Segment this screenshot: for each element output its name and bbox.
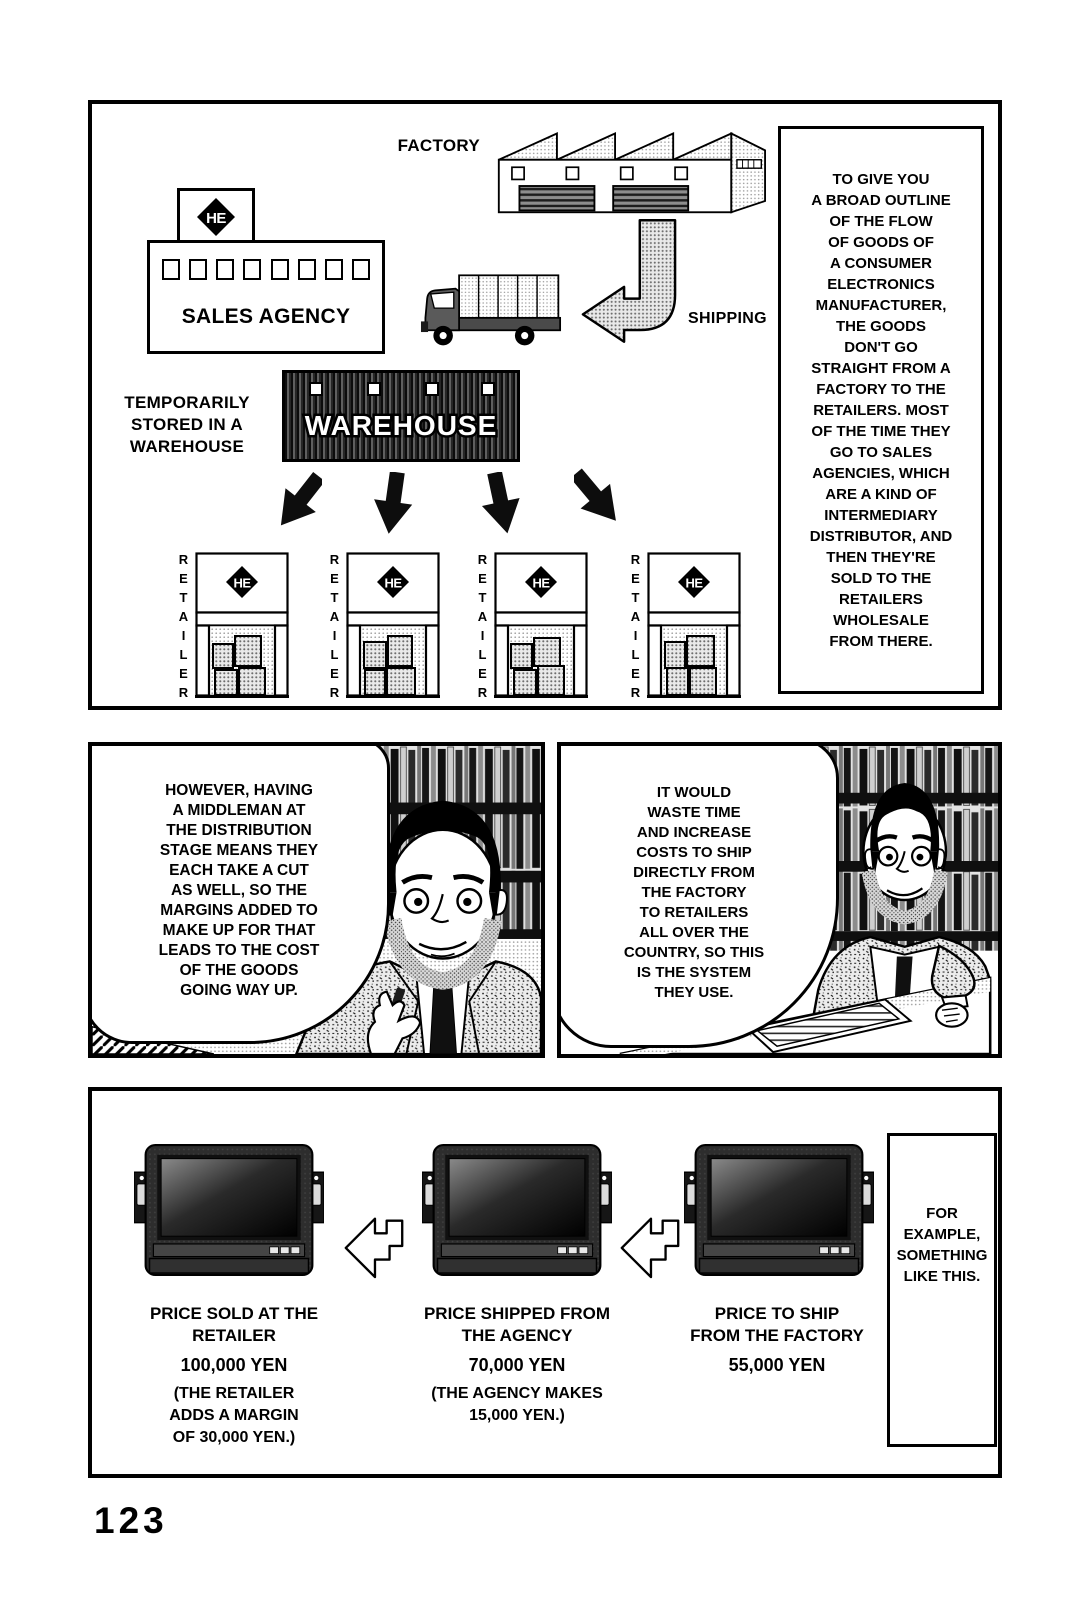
retailer-shop-icon: HE	[346, 552, 440, 698]
sales-agency-windows	[162, 259, 370, 280]
retailer-storefront: RETAILER HE	[627, 552, 741, 704]
svg-text:HE: HE	[206, 210, 226, 227]
tv-icon	[134, 1144, 324, 1277]
retailer-label: RETAILER	[628, 552, 643, 704]
svg-text:HE: HE	[233, 576, 251, 591]
price-title: PRICE TO SHIP FROM THE FACTORY	[690, 1304, 864, 1345]
left-arrow-icon	[620, 1217, 680, 1279]
he-logo-icon: HE	[197, 198, 235, 236]
price-note: (THE RETAILER ADDS A MARGIN OF 30,000 YE…	[169, 1385, 299, 1446]
svg-text:HE: HE	[532, 576, 550, 591]
tv-icon	[684, 1144, 874, 1277]
sales-agency-building: SALES AGENCY	[147, 240, 385, 354]
shipping-label: SHIPPING	[688, 310, 767, 327]
down-arrow-icon	[280, 471, 322, 526]
storage-note: TEMPORARILY STORED IN A WAREHOUSE	[124, 393, 250, 456]
price-value: 55,000 YEN	[728, 1355, 826, 1375]
warehouse-illustration: WAREHOUSE	[282, 370, 520, 462]
retailer-label: RETAILER	[327, 552, 342, 704]
sales-agency-label: SALES AGENCY	[181, 305, 351, 328]
delivery-truck-icon	[420, 274, 562, 346]
svg-text:HE: HE	[384, 576, 402, 591]
dialogue-text: IT WOULD WASTE TIME AND INCREASE COSTS T…	[623, 784, 765, 1001]
retailer-storefront: RETAILER HE	[326, 552, 440, 704]
dialogue-text: HOWEVER, HAVING A MIDDLEMAN AT THE DISTR…	[158, 782, 320, 999]
svg-text:HE: HE	[685, 576, 703, 591]
left-arrow-icon	[344, 1217, 404, 1279]
sales-agency-sign: HE	[177, 188, 255, 246]
speech-bubble: HOWEVER, HAVING A MIDDLEMAN AT THE DISTR…	[92, 746, 390, 1044]
retailer-label: RETAILER	[475, 552, 490, 704]
retailer-shop-icon: HE	[195, 552, 289, 698]
price-title: PRICE SOLD AT THE RETAILER	[149, 1304, 319, 1345]
narration-text: TO GIVE YOU A BROAD OUTLINE OF THE FLOW …	[809, 170, 953, 650]
speech-bubble: IT WOULD WASTE TIME AND INCREASE COSTS T…	[561, 746, 839, 1048]
price-note: (THE AGENCY MAKES 15,000 YEN.)	[431, 1385, 603, 1424]
example-caption-text: FOR EXAMPLE, SOMETHING LIKE THIS.	[896, 1205, 988, 1285]
page-number: 123	[94, 1500, 168, 1541]
retailer-storefront: RETAILER HE	[474, 552, 588, 704]
example-caption-box: FOR EXAMPLE, SOMETHING LIKE THIS.	[887, 1133, 997, 1447]
price-caption-retailer: PRICE SOLD AT THE RETAILER 100,000 YEN (…	[99, 1303, 369, 1449]
panel-distribution-flow: FACTORY HE	[88, 100, 1002, 710]
retailer-shop-icon: HE	[647, 552, 741, 698]
panel-price-flow: PRICE SOLD AT THE RETAILER 100,000 YEN (…	[88, 1087, 1002, 1478]
price-caption-agency: PRICE SHIPPED FROM THE AGENCY 70,000 YEN…	[382, 1303, 652, 1427]
retailer-storefront: RETAILER HE	[175, 552, 289, 704]
price-title: PRICE SHIPPED FROM THE AGENCY	[423, 1304, 611, 1345]
shipping-arrow-icon	[581, 218, 677, 344]
retailer-label: RETAILER	[176, 552, 191, 704]
tv-icon	[422, 1144, 612, 1277]
narration-box: TO GIVE YOU A BROAD OUTLINE OF THE FLOW …	[778, 126, 984, 694]
warehouse-label: WAREHOUSE	[305, 410, 498, 441]
factory-illustration	[497, 131, 766, 214]
price-value: 70,000 YEN	[468, 1355, 566, 1375]
retailer-shop-icon: HE	[494, 552, 588, 698]
price-value: 100,000 YEN	[180, 1355, 288, 1375]
factory-label: FACTORY	[397, 136, 480, 155]
down-arrow-icon	[481, 472, 520, 534]
price-caption-factory: PRICE TO SHIP FROM THE FACTORY 55,000 YE…	[642, 1303, 912, 1376]
panel-middleman: HOWEVER, HAVING A MIDDLEMAN AT THE DISTR…	[88, 742, 545, 1058]
down-arrow-icon	[574, 468, 616, 521]
down-arrow-icon	[374, 472, 413, 534]
panel-system: IT WOULD WASTE TIME AND INCREASE COSTS T…	[557, 742, 1002, 1058]
